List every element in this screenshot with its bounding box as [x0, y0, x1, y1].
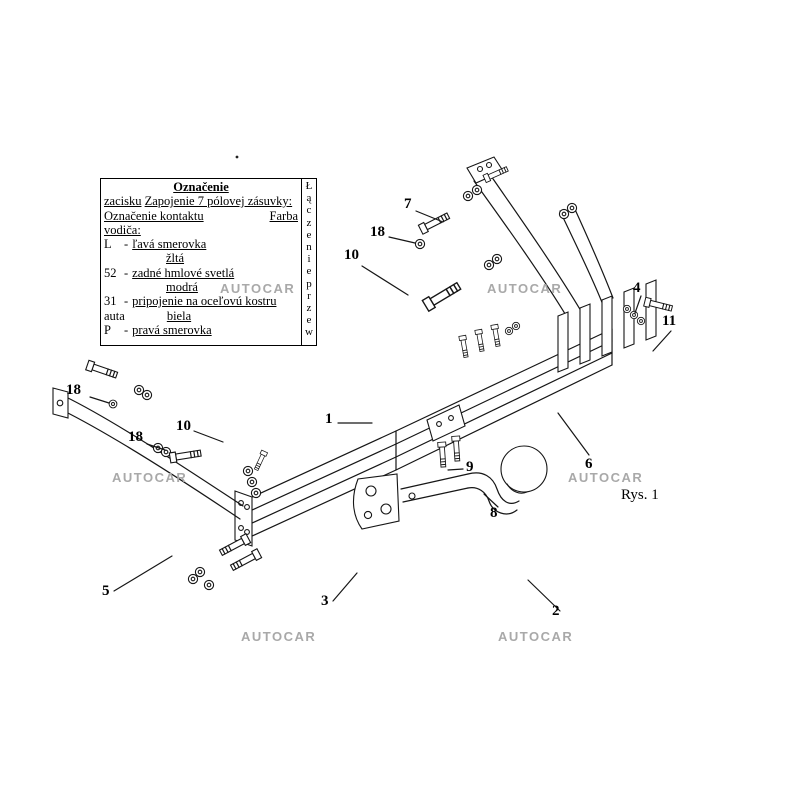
legend-title: Označenie [104, 180, 298, 194]
tow-ball [400, 445, 548, 515]
ball-mount-plate [353, 473, 400, 530]
part-callout-8: 8 [490, 505, 498, 521]
watermark-autocar: AUTOCAR [112, 470, 188, 485]
stray-mark [235, 155, 239, 159]
legend-title-text: Označenie [173, 180, 229, 194]
crossbeam [234, 328, 613, 547]
wiring-legend-box: Označenie zacisku Zapojenie 7 pólovej zá… [100, 178, 317, 346]
leader-lines [89, 210, 672, 612]
part-callout-11: 11 [662, 313, 677, 329]
left-side-arm [52, 387, 244, 520]
part-callout-18: 18 [128, 429, 143, 445]
legend-vertical-text: Ł ą c z e n i e p r z e w [305, 180, 313, 339]
part-callout-5: 5 [102, 583, 110, 599]
watermark-autocar: AUTOCAR [568, 470, 644, 485]
legend-text: Označenie zacisku Zapojenie 7 pólovej zá… [101, 179, 302, 345]
part-callout-10: 10 [344, 247, 359, 263]
part-callout-9: 9 [466, 459, 474, 475]
part-callout-3: 3 [321, 593, 329, 609]
part-callout-7: 7 [404, 196, 412, 212]
part-callout-2: 2 [552, 603, 560, 619]
part-callout-18: 18 [370, 224, 385, 240]
watermark-autocar: AUTOCAR [220, 281, 296, 296]
legend-row: L-ľavá smerovka [104, 237, 207, 252]
watermark-autocar: AUTOCAR [241, 629, 317, 644]
legend-row-color: modrá [166, 280, 198, 295]
watermark-autocar: AUTOCAR [498, 629, 574, 644]
part-callout-4: 4 [633, 280, 641, 296]
legend-row-color: žltá [166, 251, 185, 266]
legend-row: P-pravá smerovka [104, 322, 212, 337]
figure-caption: Rys. 1 [621, 487, 659, 503]
right-side-arm [466, 156, 614, 318]
part-callout-18: 18 [66, 382, 81, 398]
part-callout-1: 1 [325, 411, 333, 427]
legend-row: 31-pripojenie na oceľovú kostru [104, 294, 277, 309]
legend-header-cont: vodiča: [104, 222, 141, 237]
legend-subtitle: zacisku Zapojenie 7 pólovej zásuvky: [104, 194, 293, 209]
mounting-fin-bracket [557, 279, 657, 373]
part-callout-10: 10 [176, 418, 191, 434]
part-callout-6: 6 [585, 456, 593, 472]
watermark-autocar: AUTOCAR [487, 281, 563, 296]
mid-plate [426, 404, 466, 442]
legend-row: 52-zadné hmlové svetlá [104, 265, 235, 280]
